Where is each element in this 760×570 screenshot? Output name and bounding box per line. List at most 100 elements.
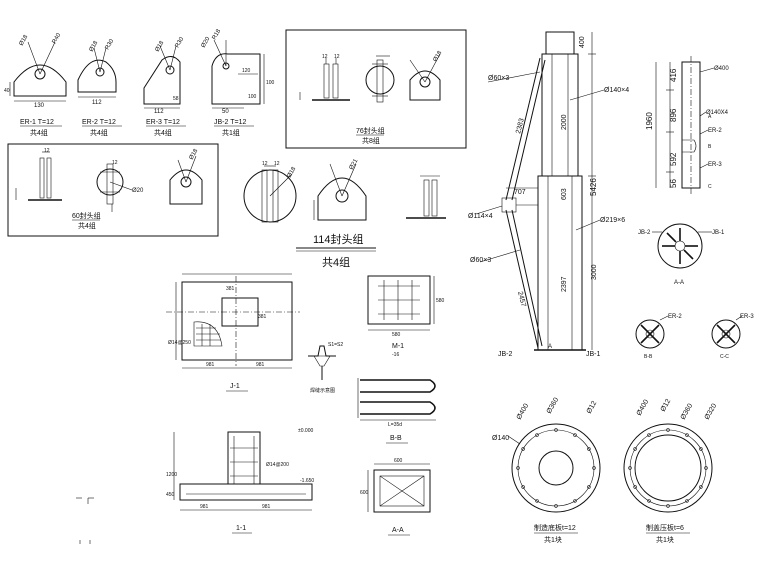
bolt-hole xyxy=(573,433,577,437)
er2-title: ER-2 T=12 xyxy=(82,119,116,126)
tower-dim-4: 2397 xyxy=(561,276,568,292)
lug-er2: Ø18 R30 112 ER-2 T=12 共4组 xyxy=(77,38,122,137)
er2-sub: 共4组 xyxy=(90,128,108,137)
tower-pipe-4: Ø60×3 xyxy=(470,257,491,264)
p2-inner: Ø320 xyxy=(704,403,719,421)
er3-width: 112 xyxy=(154,109,164,115)
er3-d2: R30 xyxy=(175,36,186,49)
g60-d2: Ø18 xyxy=(189,148,200,161)
bolt-hole xyxy=(587,485,591,489)
j1-d2: 381 xyxy=(258,314,267,320)
p2-outer: Ø400 xyxy=(636,399,651,417)
s11-d1: 981 xyxy=(200,504,209,510)
j1-title: J-1 xyxy=(230,383,240,390)
p2-hole: Ø12 xyxy=(660,398,673,413)
bolt-hole xyxy=(535,499,539,503)
tower-pipe-1: Ø140×4 xyxy=(604,87,629,94)
g76-sub: 共8组 xyxy=(362,136,380,145)
elev-mark-b: B xyxy=(708,144,712,150)
elev-label-1: Ø140X4 xyxy=(706,110,729,116)
jb2-width: 50 xyxy=(222,109,229,115)
plate-m1: 580 580 M-1 -16 xyxy=(367,275,445,358)
bolt-hole xyxy=(587,447,591,451)
er1-width: 130 xyxy=(34,103,45,109)
er3-title: ER-3 T=12 xyxy=(146,119,180,126)
bolt-hole xyxy=(521,485,525,489)
elev-dim-1: 1960 xyxy=(645,112,654,130)
group-76-box: 12 12 Ø18 76封头组 共8组 xyxy=(285,29,467,149)
p1-caption: 制造底板t=12 xyxy=(534,523,576,532)
g114-title: 114封头组 xyxy=(313,232,364,246)
corner-marks xyxy=(76,497,94,544)
s11-note3: Ø14@200 xyxy=(266,462,289,468)
bolt-hole xyxy=(516,466,520,470)
p1-count: 共1块 xyxy=(544,535,562,544)
er2-d2: R30 xyxy=(105,38,116,51)
s11-note: ±0.000 xyxy=(298,428,313,434)
p1-bolt: Ø360 xyxy=(546,397,561,415)
s11-h2: 450 xyxy=(166,492,175,498)
bb-title: B-B xyxy=(390,435,402,442)
cover-plate: Ø400 Ø12 Ø360 Ø320 制盖压板t=6 共1块 xyxy=(623,398,719,544)
er1-h1: 40 xyxy=(4,88,10,94)
g60-t2: 12 xyxy=(112,160,118,166)
g60-d1: Ø20 xyxy=(132,188,144,194)
bolt-hole xyxy=(628,466,632,470)
aa2-d2: 600 xyxy=(360,490,369,496)
m1-sub: -16 xyxy=(392,352,399,358)
tower-707: 707 xyxy=(514,189,526,196)
tower-label-jb2: JB-2 xyxy=(498,351,513,358)
g114-sub: 共4组 xyxy=(322,255,350,269)
elev-dim-4: 56 xyxy=(669,179,678,188)
bb-dim: L=35d xyxy=(388,422,402,428)
p1-outer: Ø400 xyxy=(516,403,531,421)
jb2-h2: 100 xyxy=(248,94,257,100)
m1-title: M-1 xyxy=(392,343,404,350)
tower-dim-1: 2000 xyxy=(561,114,568,130)
p2-count: 共1块 xyxy=(656,535,674,544)
j1-d3: 981 xyxy=(206,362,215,368)
tower-dim-0: 400 xyxy=(579,36,586,48)
group-114: 12 12 Ø18 Ø21 114封头组 共4组 xyxy=(243,158,446,269)
tower-dim-5: 3000 xyxy=(591,264,598,280)
g60-t1: 12 xyxy=(44,148,50,154)
elev-dim-0: 416 xyxy=(669,68,678,82)
weld-note: S1=S2 xyxy=(328,342,343,348)
g114-t1: 12 xyxy=(262,161,268,167)
bolt-hole xyxy=(554,504,558,508)
section-1-1: 1200 450 981 981 ±0.000 -1.650 Ø14@200 1… xyxy=(166,428,314,534)
bb-sec-title: B-B xyxy=(644,354,653,360)
tower-diag-0: 2383 xyxy=(515,118,526,135)
p2-bolt: Ø360 xyxy=(680,403,695,421)
p1-hole: Ø12 xyxy=(586,400,599,415)
aa-jb1: JB-1 xyxy=(712,230,725,236)
elev-dim-2: 896 xyxy=(669,108,678,122)
cc-sec-title: C-C xyxy=(720,354,729,360)
j1-note: Ø14@250 xyxy=(168,340,191,346)
tower-dim-2: 603 xyxy=(561,188,568,200)
section-aa-bottom: 600 600 A-A xyxy=(360,458,431,536)
g60-title: 60封头组 xyxy=(72,211,101,220)
er1-title: ER-1 T=12 xyxy=(20,119,54,126)
tower-diag-1: 2457 xyxy=(516,291,527,308)
lug-er1: Ø18 R40 130 40 ER-1 T=12 共4组 xyxy=(4,32,67,137)
elev-label-3: ER-3 xyxy=(708,162,722,168)
elev-mark-c: C xyxy=(708,184,712,190)
bolt-hole xyxy=(704,466,708,470)
tower-pipe-3: Ø219×6 xyxy=(600,217,625,224)
j1-d1: 381 xyxy=(226,286,235,292)
p1-inner: Ø140 xyxy=(492,435,509,442)
section-bb: ER-2 B-B xyxy=(635,314,682,360)
p2-caption: 制盖压板t=6 xyxy=(646,523,684,532)
s11-h1: 1200 xyxy=(166,472,177,478)
g76-d1: Ø18 xyxy=(433,50,444,63)
group-60-box: 12 12 Ø20 Ø18 60封头组 共4组 xyxy=(7,143,219,237)
aa2-title: A-A xyxy=(392,527,404,534)
er3-d1: Ø18 xyxy=(155,40,166,53)
jb2-h1: 100 xyxy=(266,80,275,86)
tower-label-jb1: JB-1 xyxy=(586,351,601,358)
g76-t1: 12 xyxy=(322,54,328,60)
weld-detail: S1=S2 焊缝示意图 xyxy=(308,342,343,394)
